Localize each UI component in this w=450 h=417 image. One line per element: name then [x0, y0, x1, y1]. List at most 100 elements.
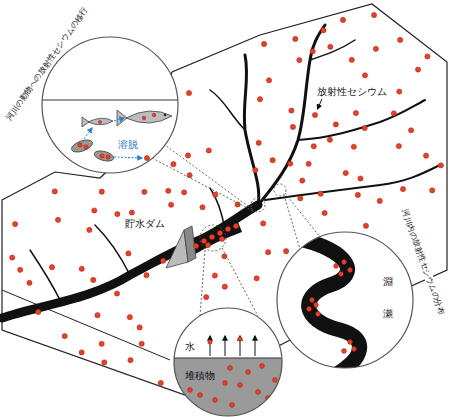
cesium-dots	[98, 120, 101, 123]
cesium-dots	[342, 260, 347, 265]
cesium-dots	[348, 340, 353, 345]
cesium-dots	[213, 398, 218, 403]
cesium-dots	[84, 145, 88, 149]
cesium-dots	[260, 364, 265, 369]
fish-eye	[164, 114, 167, 117]
cesium-dot	[425, 54, 430, 59]
dam-label: 貯水ダム	[124, 219, 166, 230]
tributary	[298, 100, 425, 140]
cesium-dot	[206, 148, 211, 153]
cesium-dot	[322, 210, 327, 215]
cesium-dots	[198, 393, 203, 398]
cesium-dots	[209, 234, 214, 239]
cesium-dot	[166, 188, 171, 193]
cesium-dot	[99, 341, 104, 346]
cesium-dot	[353, 110, 358, 115]
cesium-dot	[362, 73, 367, 78]
cesium-dot	[114, 291, 119, 296]
cesium-dot	[363, 223, 368, 228]
cesium-dot	[396, 144, 401, 149]
cesium-dots	[339, 272, 344, 277]
cesium-dot	[290, 124, 295, 129]
cesium-dot	[415, 67, 420, 72]
cesium-dot	[256, 140, 261, 145]
circle-contents	[295, 238, 360, 378]
cesium-dot	[52, 189, 57, 194]
cesium-dots	[144, 155, 149, 160]
transfer-arrow	[84, 128, 92, 139]
cesium-dot	[288, 161, 293, 166]
cesium-dots	[307, 260, 357, 354]
cesium-dot	[128, 358, 133, 363]
cesium-dot	[99, 189, 104, 194]
cesium-dots	[217, 230, 222, 235]
cesium-dot	[358, 176, 363, 181]
zoom-circle	[42, 37, 178, 173]
cesium-dots	[152, 113, 156, 117]
cesium-dot	[398, 37, 403, 42]
cesium-dot	[391, 111, 396, 116]
cesium-dot	[283, 249, 288, 254]
cesium-dots	[310, 298, 315, 303]
release-arrows	[255, 336, 256, 356]
cesium-dots	[230, 403, 235, 408]
cesium-dots	[78, 113, 156, 160]
cesium-dot	[161, 258, 166, 263]
release-arrows	[225, 336, 226, 356]
cesium-dot	[126, 251, 131, 256]
cesium-dot	[182, 190, 187, 195]
cesium-dot	[95, 313, 100, 318]
cesium-dot	[158, 380, 163, 385]
cesium-dot	[321, 28, 326, 33]
cesium-dot	[254, 276, 259, 281]
cesium-dots	[225, 226, 230, 231]
cesium-dots	[307, 307, 312, 312]
cesium-dot	[139, 341, 144, 346]
cesium-dot	[328, 44, 333, 49]
water-line	[170, 358, 290, 359]
cesium-dots	[238, 383, 243, 388]
tributary	[210, 188, 225, 230]
cesium-dot	[371, 13, 376, 18]
cesium-dot	[266, 78, 271, 83]
zoom-circle	[277, 232, 413, 368]
cesium-dots	[100, 154, 104, 158]
cesium-dot	[49, 265, 54, 270]
cesium-dot	[377, 198, 382, 203]
fish	[117, 110, 172, 126]
leaching-arrow	[114, 157, 142, 158]
cesium-dots	[219, 236, 224, 241]
cesium-dot	[318, 191, 323, 196]
cesium-dot	[36, 309, 41, 314]
tributary	[258, 25, 325, 205]
fish	[82, 117, 113, 127]
cesium-dots	[256, 390, 261, 395]
zoom-spot	[274, 184, 286, 196]
cesium-dots	[314, 303, 319, 308]
pointer-label: 放射性セシウム	[316, 87, 388, 98]
cesium-dot	[253, 168, 258, 173]
cesium-dot	[297, 57, 302, 62]
cesium-dot	[129, 210, 134, 215]
cesium-dot	[343, 170, 348, 175]
cesium-dots	[205, 242, 210, 247]
cesium-dot	[270, 158, 275, 163]
cesium-dot	[79, 350, 84, 355]
pool-label: 淵	[382, 277, 394, 288]
cesium-dot	[92, 208, 97, 213]
cesium-dot	[333, 122, 338, 127]
leader-line	[152, 145, 253, 211]
cesium-dot	[27, 280, 32, 285]
zoom-circle	[174, 308, 282, 416]
zoom-spot	[251, 198, 265, 212]
cesium-dot	[171, 162, 176, 167]
water-label: 水	[184, 342, 196, 353]
cesium-dot	[351, 144, 356, 149]
process-label: 溶脱	[117, 140, 139, 151]
sediment	[170, 358, 290, 417]
sediment-circle	[170, 308, 290, 417]
cesium-dot	[222, 284, 227, 289]
cesium-dot	[257, 97, 262, 102]
